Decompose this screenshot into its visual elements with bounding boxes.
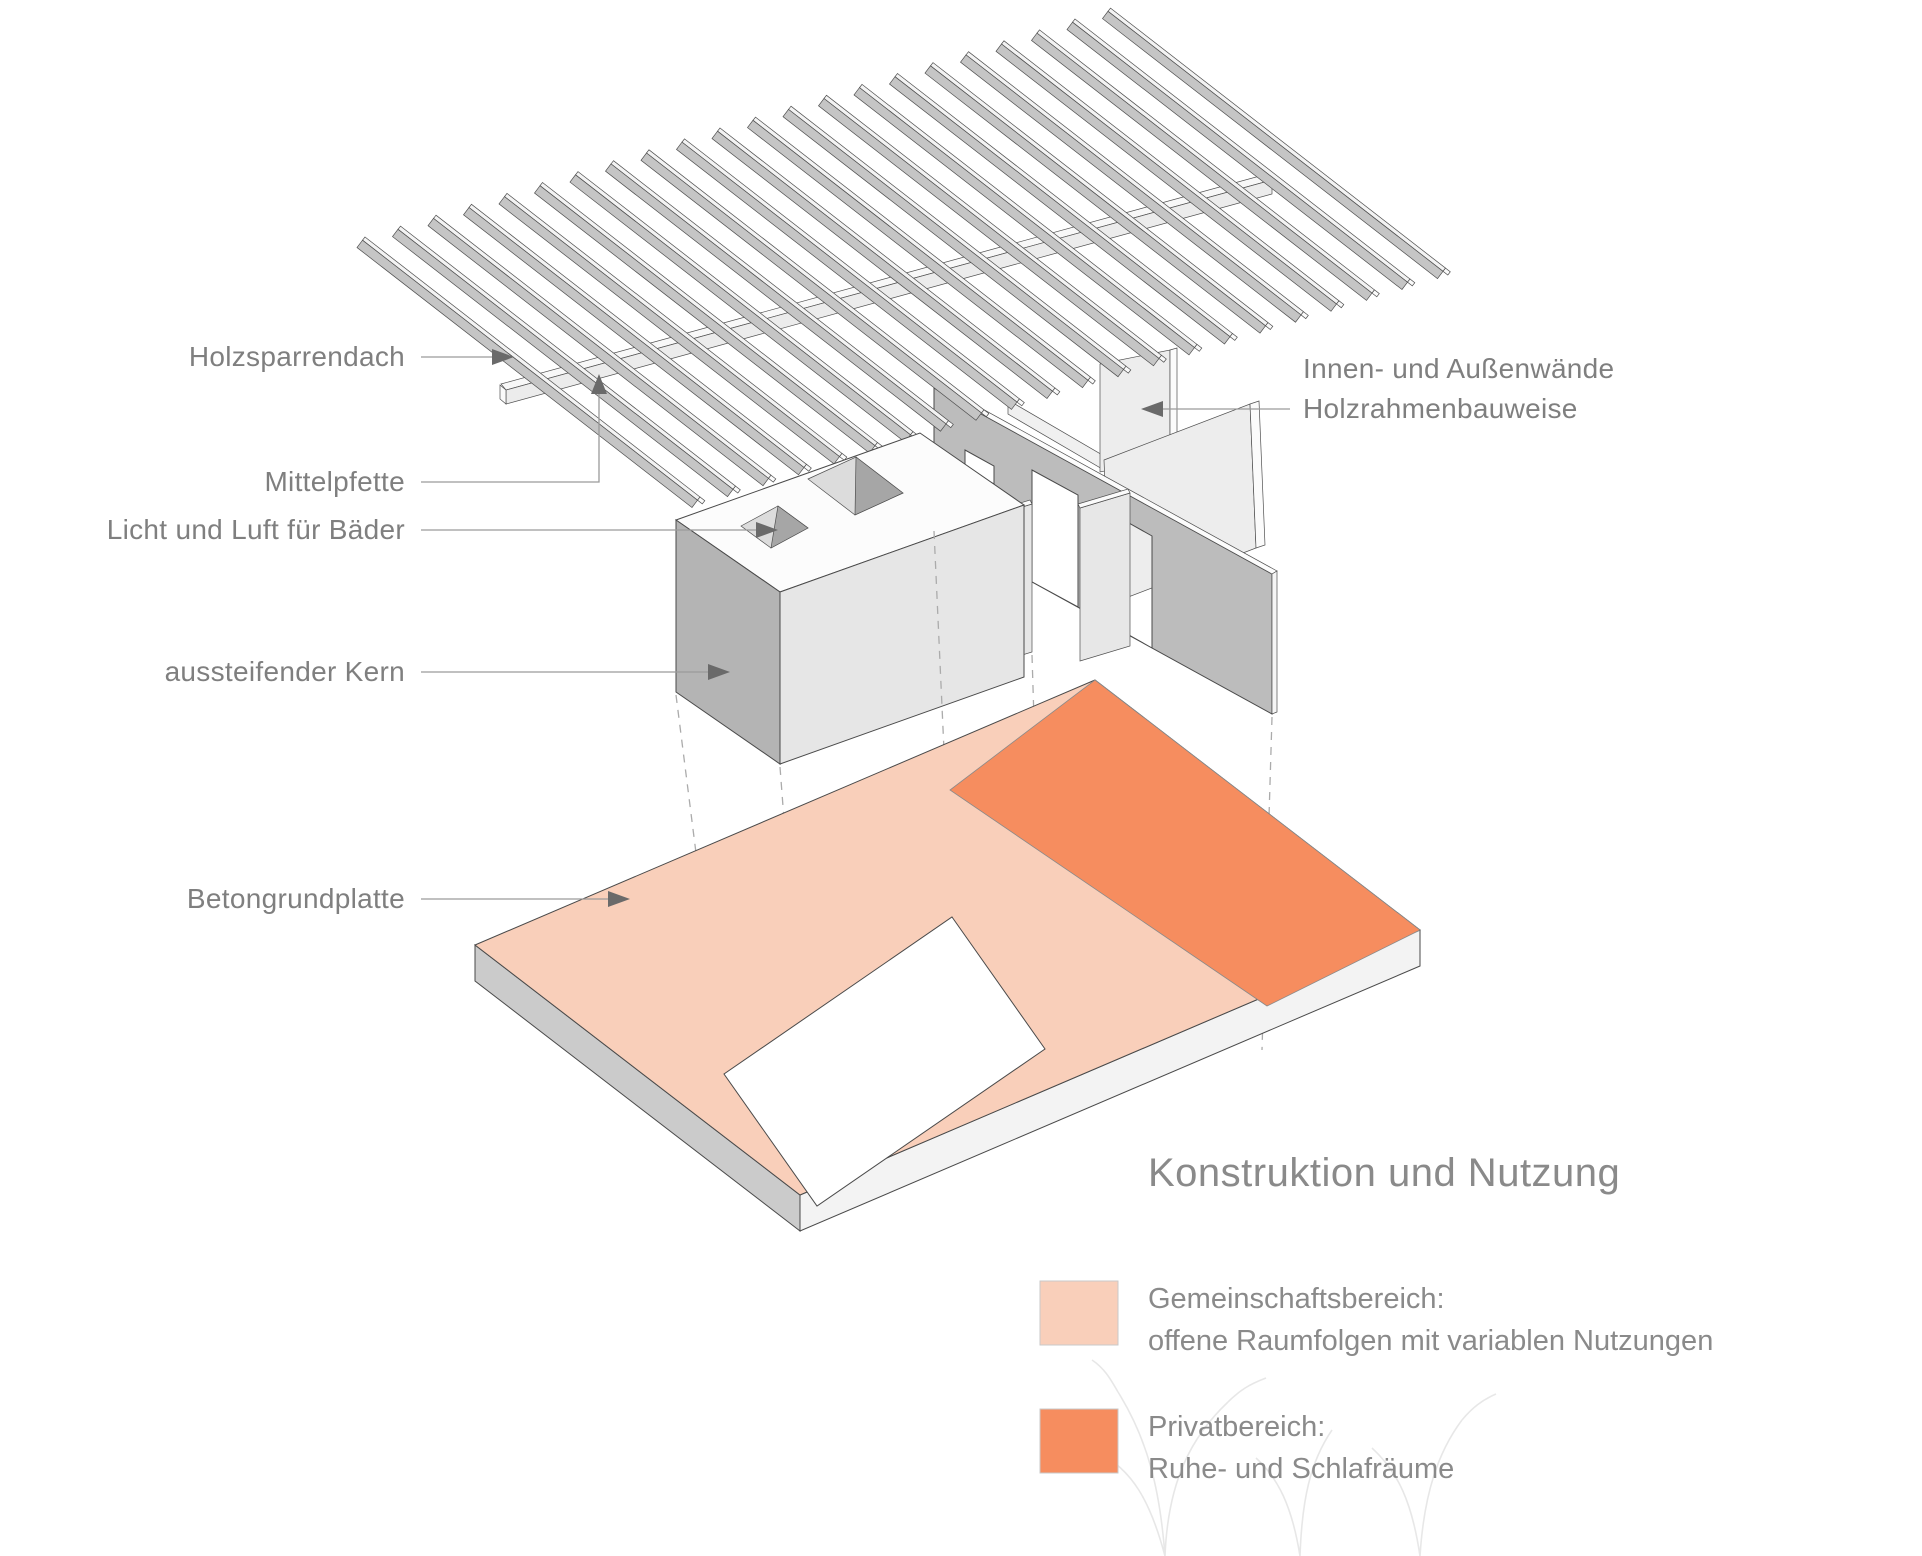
- roof-rafter: [1407, 278, 1416, 287]
- front-panel-mid-top: [1077, 488, 1131, 509]
- roof-rafter: [960, 54, 1302, 323]
- roof-rafter: [1066, 21, 1408, 290]
- roof-rafter: [427, 217, 769, 487]
- roof-rafter: [463, 207, 805, 476]
- slab-top-private: [949, 679, 1421, 1007]
- roof-rafter: [1265, 322, 1274, 330]
- leader-arrow-walls: [1141, 401, 1163, 417]
- leader-arrow-core: [708, 664, 730, 680]
- leader-arrow-slab: [608, 891, 630, 907]
- label-roof: Holzsparrendach: [189, 341, 405, 372]
- roof-rafter: [768, 474, 777, 483]
- roof-rafter: [1158, 354, 1167, 363]
- concrete-slab: [474, 679, 1421, 1233]
- roof-rafter: [676, 141, 1018, 410]
- roof-group: [356, 7, 1451, 508]
- front-panel-mid: [1079, 492, 1131, 662]
- roof-rafter: [1036, 29, 1375, 294]
- roof-rafter: [1016, 398, 1025, 407]
- roof-rafter: [782, 108, 1124, 378]
- rafter-field: [356, 7, 1451, 508]
- core-roof-opening-large: [807, 456, 904, 516]
- roof-rafter: [1229, 333, 1238, 341]
- back-panel-2-edge: [1249, 400, 1266, 549]
- roof-rafter: [732, 485, 741, 494]
- label-walls-line1: Innen- und Außenwände: [1303, 353, 1614, 384]
- roof-rafter: [711, 130, 1053, 399]
- roof-rafter: [1123, 365, 1132, 374]
- roof-rafter: [747, 119, 1089, 389]
- roof-rafter: [853, 87, 1195, 356]
- legend-private-desc: Ruhe- und Schlafräume: [1148, 1453, 1454, 1485]
- legend-community-title: Gemeinschaftsbereich:: [1148, 1283, 1445, 1315]
- legend-swatch-private: [1039, 1408, 1119, 1474]
- roof-rafter: [1001, 40, 1340, 305]
- roof-rafter: [1442, 267, 1451, 276]
- roof-rafter: [1371, 289, 1380, 298]
- roof-rafter: [889, 76, 1231, 345]
- core-se-face: [779, 504, 1025, 765]
- legend-group: Konstruktion und Nutzung Gemeinschaftsbe…: [1039, 1151, 1713, 1485]
- long-wall-end-edge: [1271, 570, 1278, 715]
- roof-rafter: [1052, 387, 1061, 396]
- roof-rafter: [1336, 300, 1345, 309]
- roof-rafter: [392, 228, 734, 498]
- stiffening-core: [674, 432, 1026, 765]
- tree-watermark-icon: [1091, 1359, 1497, 1556]
- label-walls-line2: Holzrahmenbauweise: [1303, 393, 1578, 424]
- diagram-title: Konstruktion und Nutzung: [1148, 1151, 1620, 1195]
- legend-private-title: Privatbereich:: [1148, 1411, 1325, 1443]
- core-roof-opening-small: [740, 505, 809, 549]
- roof-rafter: [605, 163, 947, 432]
- label-slab: Betongrundplatte: [187, 883, 405, 914]
- roof-rafter: [945, 420, 954, 429]
- leaders: [421, 349, 1290, 907]
- component-labels: Holzsparrendach Mittelpfette Licht und L…: [107, 341, 1614, 914]
- legend-community-desc: offene Raumfolgen mit variablen Nutzunge…: [1148, 1325, 1713, 1357]
- label-purlin: Mittelpfette: [264, 466, 405, 497]
- roof-rafter: [1102, 10, 1444, 280]
- leader-arrow-roof: [492, 349, 514, 365]
- roof-rafter: [1087, 376, 1096, 385]
- roof-rafter: [995, 43, 1337, 312]
- purlin-end-cap: [499, 384, 507, 405]
- leader-arrow-light: [756, 522, 778, 538]
- roof-rafter: [1300, 311, 1309, 320]
- roof-rafter: [640, 152, 982, 421]
- roof-rafter: [818, 98, 1160, 367]
- leader-arrow-purlin: [591, 374, 607, 394]
- roof-rafter: [1194, 343, 1203, 352]
- roof-rafter: [924, 65, 1266, 334]
- label-core: aussteifender Kern: [165, 656, 405, 687]
- roof-rafter: [1072, 18, 1411, 283]
- label-light: Licht und Luft für Bäder: [107, 514, 405, 545]
- roof-rafter: [1031, 32, 1373, 301]
- roof-rafter: [697, 496, 706, 505]
- roof-rafter: [1107, 7, 1446, 272]
- roof-rafter: [356, 239, 698, 508]
- legend-swatch-community: [1039, 1280, 1119, 1346]
- roof-rafter: [981, 409, 990, 418]
- slab-core-hole: [723, 916, 1046, 1207]
- roof-rafter: [803, 463, 812, 472]
